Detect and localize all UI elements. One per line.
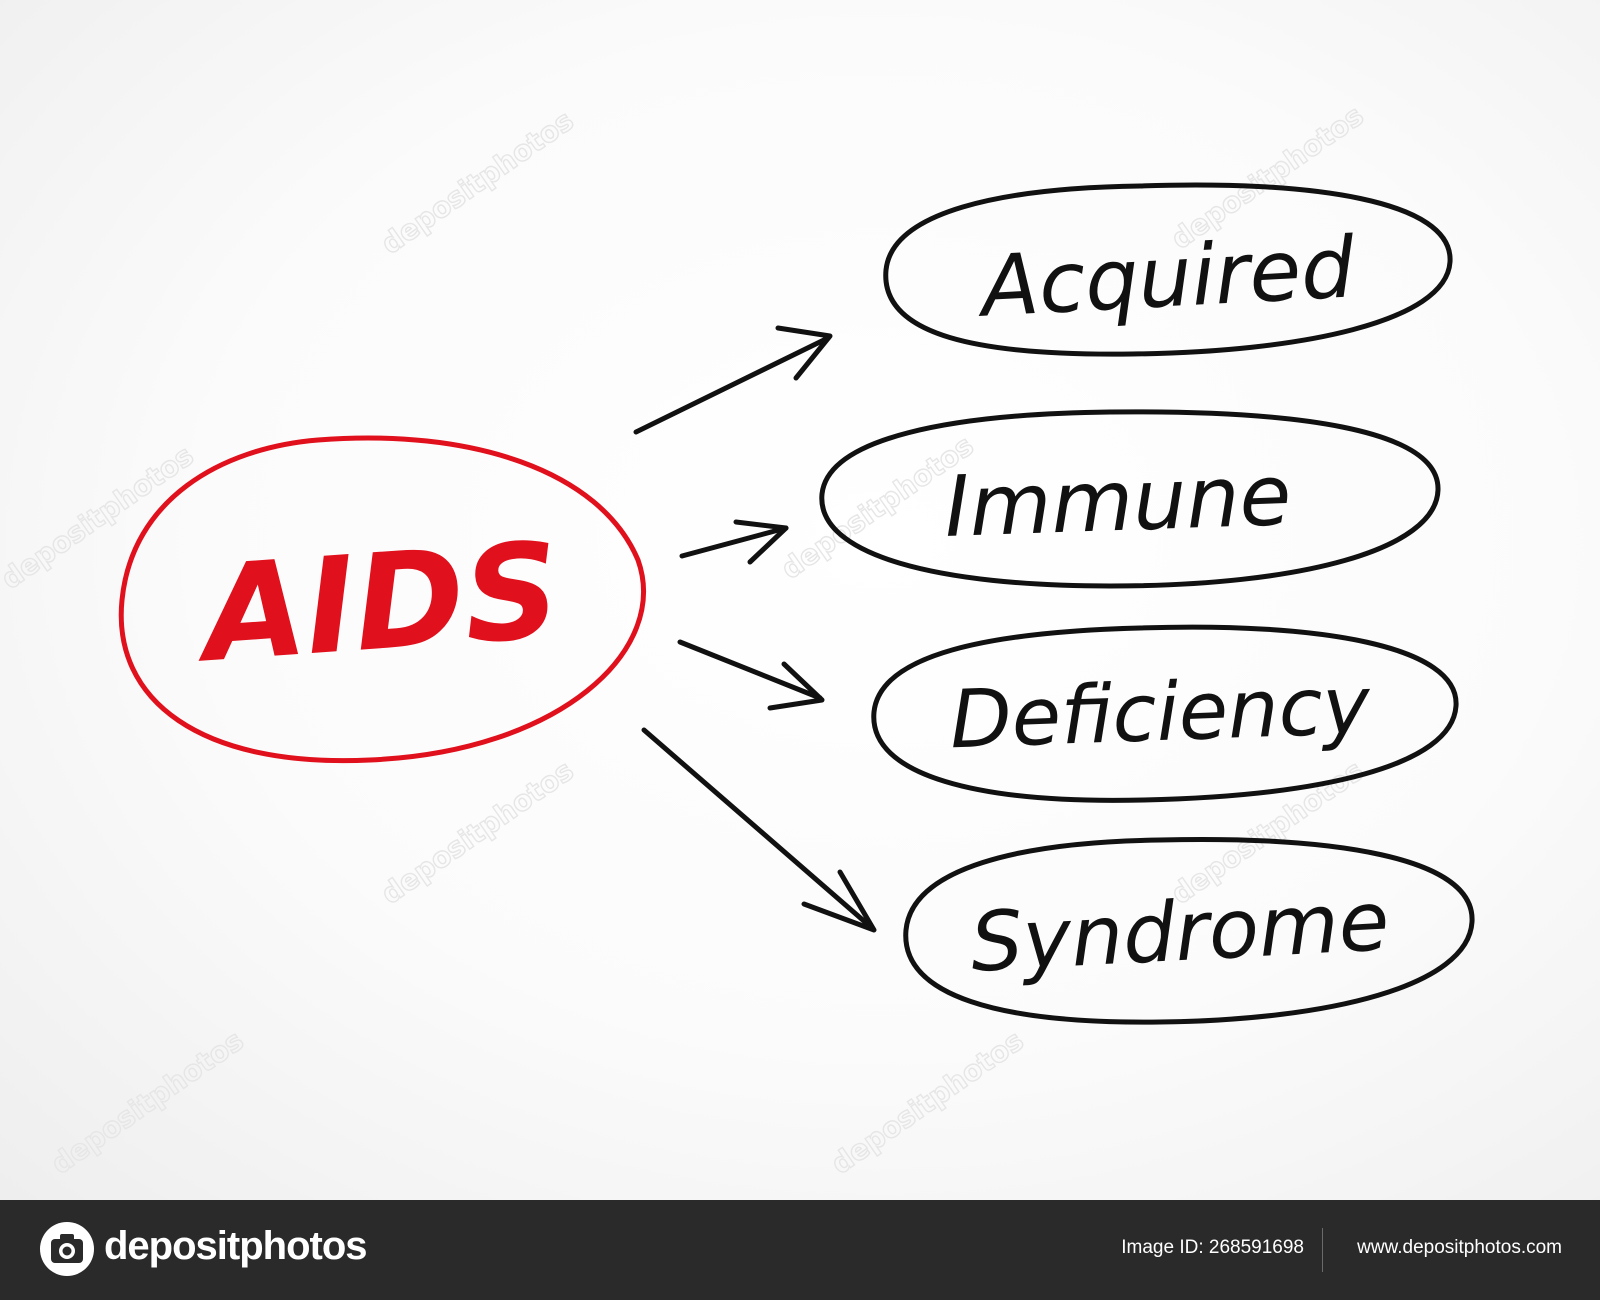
- branch-deficiency: Deficiency: [871, 624, 1459, 803]
- arrow-to-deficiency: [677, 639, 825, 711]
- branch-label: Acquired: [974, 218, 1357, 336]
- branch-ellipse: [871, 624, 1459, 803]
- branch-label: Immune: [943, 446, 1293, 556]
- diagram-svg: depositphotos depositphotos depositphoto…: [0, 98, 1475, 1181]
- watermark-text: depositphotos: [45, 1024, 249, 1181]
- center-ellipse: [118, 435, 646, 764]
- arrow-to-acquired: [633, 325, 833, 435]
- branch-ellipse: [819, 409, 1441, 589]
- branch-label: Syndrome: [968, 874, 1391, 991]
- branch-syndrome: Syndrome: [903, 837, 1475, 1025]
- camera-logo-icon: [40, 1222, 94, 1276]
- watermark-text: depositphotos: [0, 439, 200, 596]
- site-url: www.depositphotos.com: [1357, 1237, 1562, 1258]
- arrow-to-immune: [679, 519, 789, 565]
- center-node: AIDS: [118, 435, 646, 764]
- diagram-canvas: depositphotos depositphotos depositphoto…: [0, 0, 1600, 1200]
- arrow-to-syndrome: [641, 727, 877, 933]
- image-id-text: Image ID: 268591698: [1121, 1237, 1304, 1258]
- brand-name: depositphotos: [104, 1224, 368, 1268]
- branch-ellipse: [903, 837, 1475, 1025]
- watermark-text: depositphotos: [375, 104, 579, 261]
- watermark-text: depositphotos: [375, 754, 579, 911]
- branch-ellipse: [883, 182, 1453, 357]
- footer-bar: depositphotos Image ID: 268591698 www.de…: [0, 1200, 1600, 1300]
- arrows: [633, 325, 877, 933]
- center-label: AIDS: [190, 514, 565, 693]
- footer-divider: [1322, 1228, 1323, 1272]
- branch-acquired: Acquired: [883, 182, 1453, 357]
- branch-immune: Immune: [819, 409, 1441, 589]
- branch-label: Deficiency: [948, 659, 1373, 767]
- watermark-text: depositphotos: [825, 1024, 1029, 1181]
